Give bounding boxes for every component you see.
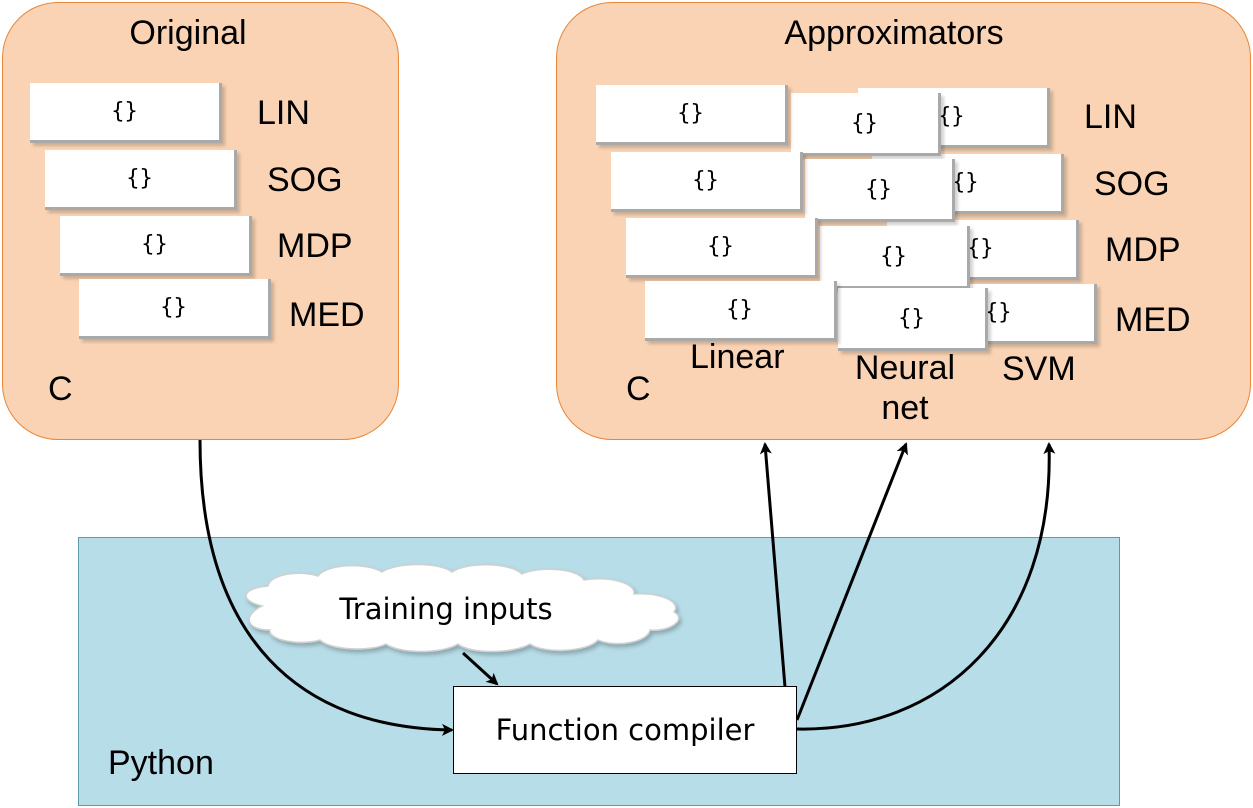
- original-language-label: C: [48, 370, 73, 408]
- method-label-svm: SVM: [1002, 350, 1076, 388]
- original-label-mdp: MDP: [277, 227, 353, 265]
- card-glyph: {}: [898, 305, 925, 331]
- neural-card-lin: {}: [791, 93, 941, 156]
- linear-card-lin: {}: [596, 85, 788, 145]
- original-label-med: MED: [289, 296, 365, 334]
- linear-card-sog: {}: [611, 152, 803, 212]
- card-glyph: {}: [707, 234, 734, 259]
- original-card-mdp: {}: [60, 216, 252, 276]
- approximators-title: Approximators: [784, 14, 1004, 52]
- arrow-training-to-compiler: [461, 651, 499, 686]
- linear-card-mdp: {}: [626, 218, 818, 278]
- card-glyph: {}: [851, 110, 878, 136]
- card-glyph: {}: [692, 168, 719, 193]
- card-glyph: {}: [880, 243, 907, 269]
- neural-card-mdp: {}: [820, 226, 970, 289]
- approx-label-med: MED: [1115, 301, 1191, 339]
- method-label-linear: Linear: [690, 338, 785, 376]
- original-label-sog: SOG: [267, 161, 343, 199]
- python-language-label: Python: [108, 744, 214, 782]
- original-card-lin: {}: [30, 83, 222, 143]
- card-glyph: {}: [865, 176, 892, 202]
- card-glyph: {}: [967, 236, 994, 261]
- original-label-lin: LIN: [257, 94, 310, 132]
- card-glyph: {}: [141, 232, 168, 257]
- function-compiler-label: Function compiler: [495, 713, 755, 747]
- training-inputs-cloud: [245, 563, 680, 653]
- approx-label-lin: LIN: [1084, 98, 1137, 136]
- method-label-neural-net: Neural net: [854, 349, 956, 427]
- original-title: Original: [129, 14, 247, 52]
- card-glyph: {}: [160, 295, 187, 320]
- training-inputs-label: Training inputs: [339, 592, 553, 626]
- arrow-compiler-to-linear: [759, 442, 787, 688]
- arrow-compiler-to-neural-net: [795, 442, 908, 721]
- neural-card-sog: {}: [805, 159, 955, 222]
- card-glyph: {}: [726, 297, 753, 322]
- card-glyph: {}: [938, 104, 965, 129]
- card-glyph: {}: [985, 300, 1012, 325]
- approx-label-mdp: MDP: [1105, 231, 1181, 269]
- original-card-sog: {}: [45, 150, 237, 210]
- linear-card-med: {}: [645, 281, 837, 341]
- card-glyph: {}: [952, 170, 979, 195]
- original-card-med: {}: [79, 279, 271, 339]
- card-glyph: {}: [677, 101, 704, 126]
- neural-card-med: {}: [838, 288, 988, 351]
- approximators-language-label: C: [626, 370, 651, 408]
- function-compiler-box: Function compiler: [453, 686, 797, 774]
- arrow-compiler-to-svm: [796, 442, 1056, 731]
- card-glyph: {}: [126, 166, 153, 191]
- card-glyph: {}: [111, 99, 138, 124]
- arrow-original-to-compiler: [198, 439, 454, 736]
- approx-label-sog: SOG: [1094, 165, 1170, 203]
